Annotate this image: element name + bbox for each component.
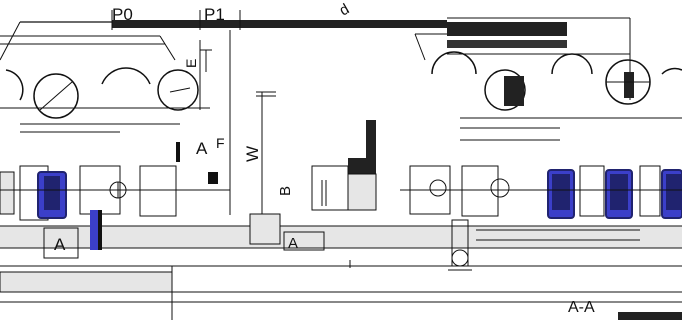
label-w: W	[243, 146, 262, 162]
tape-body-top-left	[0, 21, 231, 215]
sprocket-hole-6	[551, 53, 593, 75]
carrier-band	[0, 210, 682, 259]
sprocket-hole-8	[661, 67, 682, 75]
sprocket-hole-edge	[5, 69, 24, 101]
sprocket-hole-4	[431, 51, 477, 75]
label-a-upper: A	[196, 139, 208, 158]
sprocket-hole-2	[101, 67, 151, 85]
sprocket-hole-3	[157, 69, 199, 111]
tape-strip-right	[414, 18, 631, 100]
label-a-left: A	[54, 235, 66, 254]
e-bracket	[200, 49, 212, 72]
cross-section-bottom	[0, 260, 682, 320]
sprocket-hole-5	[484, 69, 526, 111]
label-e: E	[183, 59, 199, 68]
label-a-mid: A	[288, 235, 298, 252]
label-section: A-A	[568, 299, 595, 316]
top-band	[20, 10, 630, 30]
sprocket-hole-1	[33, 73, 79, 119]
sprocket-hole-7	[605, 59, 651, 105]
label-d: d	[337, 1, 353, 20]
label-p0: P0	[112, 5, 133, 24]
component-row-right	[400, 165, 682, 219]
label-p1: P1	[204, 5, 225, 24]
label-f: F	[216, 135, 225, 151]
af-marker	[176, 142, 218, 184]
component-row-left	[0, 165, 230, 221]
label-b: B	[277, 186, 294, 196]
guide-lines-mid	[0, 91, 682, 240]
pocket-profile	[311, 120, 377, 211]
